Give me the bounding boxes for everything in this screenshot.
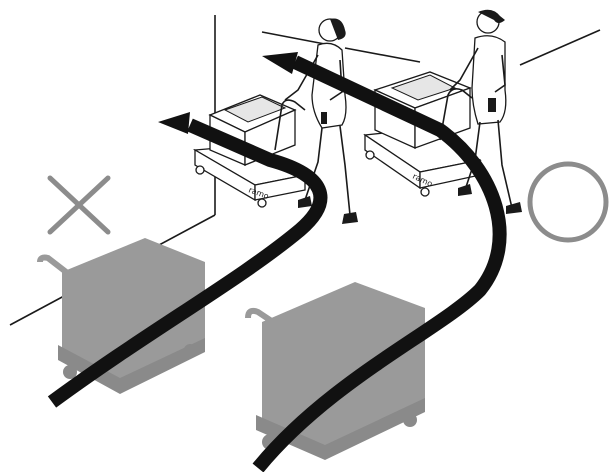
arrow-left-icon [158,112,190,134]
cart-upper-right: ramo [365,72,480,196]
cross-icon [50,178,108,232]
circle-icon [530,164,606,240]
arrow-left-icon [262,52,298,74]
gray-cart-lower-center [248,282,425,460]
